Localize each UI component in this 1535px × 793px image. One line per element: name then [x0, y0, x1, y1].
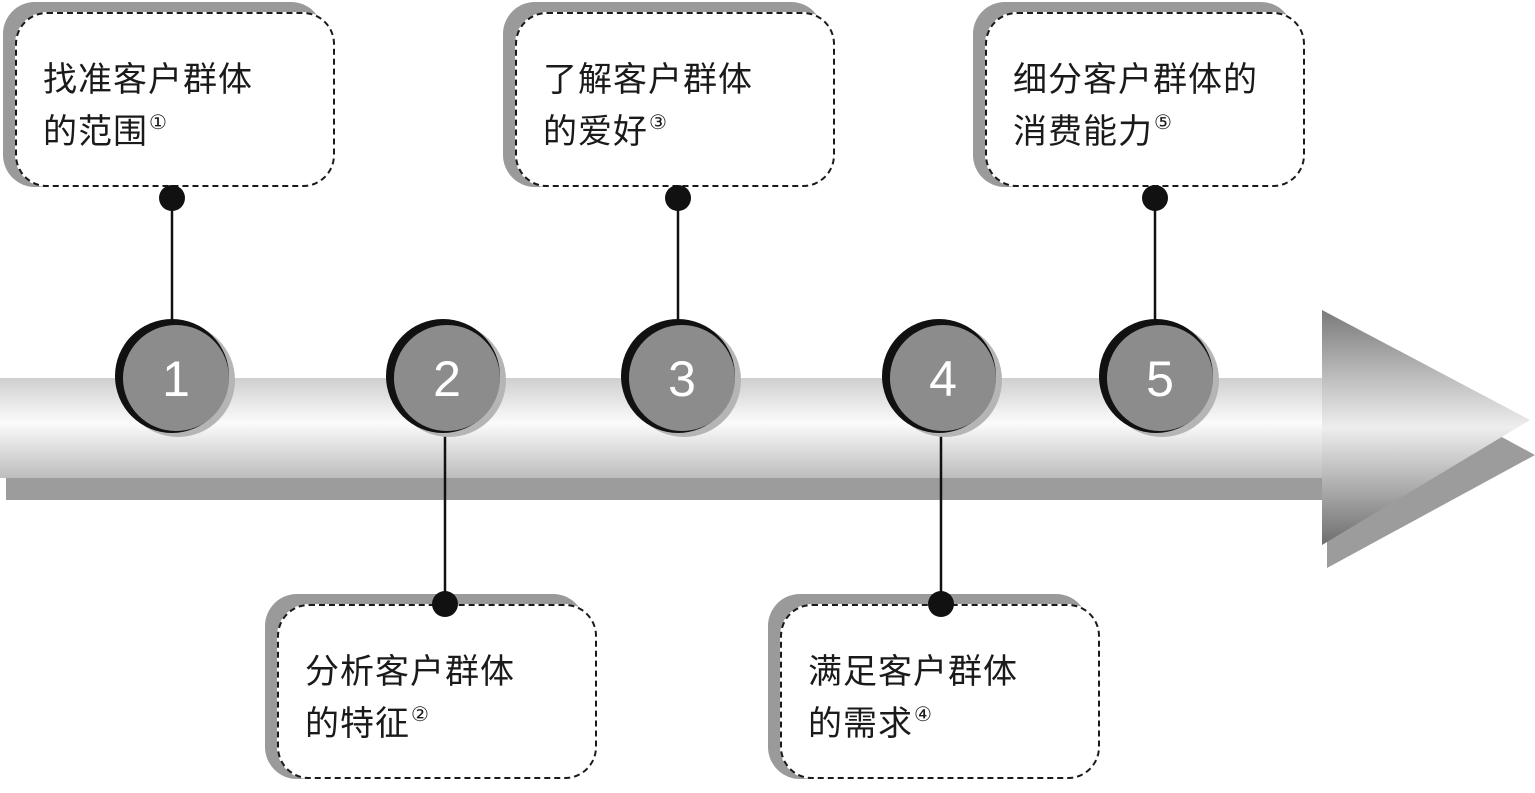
callout-line: 消费能力⑤	[1013, 110, 1173, 152]
callout-text: 细分客户群体的 消费能力⑤	[1013, 54, 1303, 158]
callout-text: 了解客户群体 的爱好③	[543, 54, 833, 158]
callout-text: 分析客户群体 的特征②	[305, 646, 595, 750]
step-circle-3: 3	[621, 319, 741, 437]
step-callout-1: 找准客户群体 的范围①	[3, 2, 338, 187]
step-callout-5: 细分客户群体的 消费能力⑤	[973, 2, 1308, 187]
step-circle-2: 2	[386, 319, 506, 437]
footnote-mark: ①	[149, 110, 168, 134]
step-number: 5	[1146, 351, 1174, 407]
step-number: 2	[433, 351, 461, 407]
footnote-mark: ⑤	[1154, 110, 1173, 134]
callout-line: 找准客户群体	[43, 60, 253, 100]
callout-line: 的特征②	[305, 702, 430, 744]
footnote-mark: ④	[914, 702, 933, 726]
callout-line: 满足客户群体	[808, 652, 1018, 692]
footnote-mark: ③	[649, 110, 668, 134]
callout-line: 了解客户群体	[543, 60, 753, 100]
callout-line: 分析客户群体	[305, 652, 515, 692]
callout-line: 的爱好③	[543, 110, 668, 152]
callout-line: 的范围①	[43, 110, 168, 152]
callout-box	[780, 604, 1100, 779]
step-number: 3	[668, 351, 696, 407]
step-circle-5: 5	[1099, 319, 1219, 437]
step-circle-1: 1	[115, 319, 235, 437]
callout-text: 满足客户群体 的需求④	[808, 646, 1098, 750]
arrow-head	[1322, 310, 1530, 545]
callout-box	[985, 12, 1305, 187]
footnote-mark: ②	[411, 702, 430, 726]
step-number: 4	[929, 351, 957, 407]
step-callout-2: 分析客户群体 的特征②	[265, 594, 600, 779]
step-number: 1	[162, 351, 190, 407]
callout-text: 找准客户群体 的范围①	[43, 54, 333, 158]
step-callout-4: 满足客户群体 的需求④	[768, 594, 1103, 779]
callout-box	[277, 604, 597, 779]
callout-line: 细分客户群体的	[1013, 60, 1258, 100]
callout-line: 的需求④	[808, 702, 933, 744]
callout-box	[515, 12, 835, 187]
step-circle-4: 4	[882, 319, 1002, 437]
step-callout-3: 了解客户群体 的爱好③	[503, 2, 838, 187]
